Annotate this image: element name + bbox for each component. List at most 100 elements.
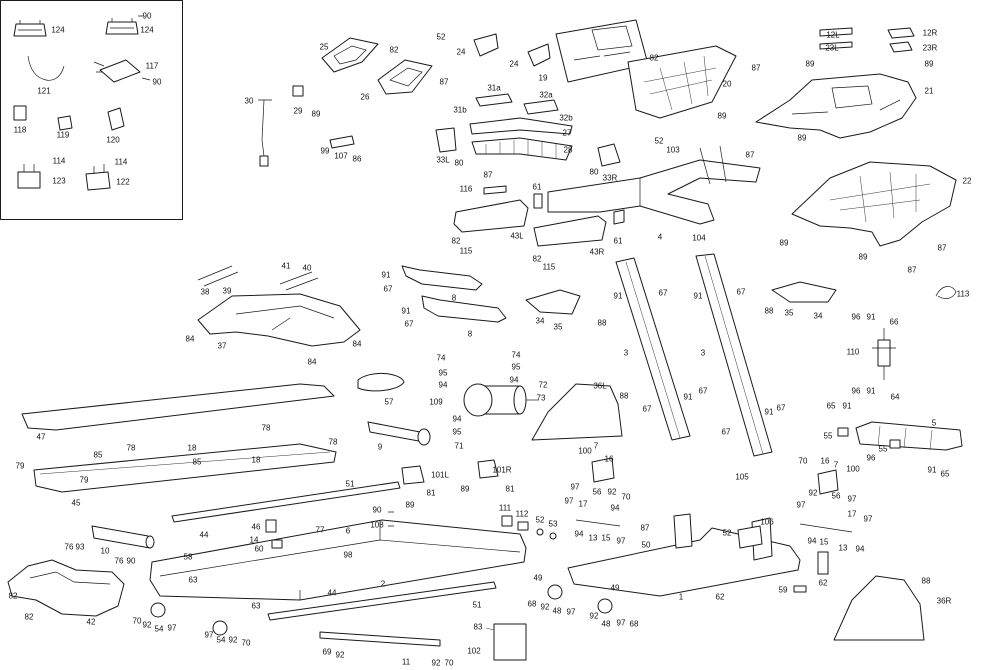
part-number-label: 19	[539, 74, 548, 83]
part-number-label: 35	[785, 309, 794, 318]
part-number-label: 27	[563, 129, 572, 138]
part-number-label: 67	[737, 288, 746, 297]
part-number-label: 94	[575, 530, 584, 539]
part-number-label: 42	[87, 618, 96, 627]
part-number-label: 65	[827, 402, 836, 411]
part-number-label: 91	[867, 387, 876, 396]
part-number-label: 100	[846, 465, 860, 474]
part-number-label: 119	[57, 131, 70, 140]
part-number-label: 46	[252, 523, 261, 532]
part-number-label: 53	[549, 520, 558, 529]
part-number-label: 45	[72, 499, 81, 508]
part-number-label: 62	[716, 593, 725, 602]
part-number-label: 47	[37, 433, 46, 442]
part-number-label: 24	[510, 60, 519, 69]
plate-32a	[523, 99, 559, 115]
handle-tube-30	[258, 99, 272, 167]
part-number-label: 106	[760, 518, 774, 527]
part-59	[793, 585, 807, 593]
spring-46	[265, 519, 277, 533]
part-number-label: 12L	[826, 31, 840, 40]
part-number-label: 114	[53, 157, 66, 166]
handle-grip-43R	[533, 215, 607, 247]
part-number-label: 2	[381, 580, 386, 589]
incline-motor-110	[872, 328, 896, 380]
part-number-label: 120	[106, 136, 120, 145]
cup-holder-24-left	[473, 33, 499, 57]
part-number-label: 89	[925, 60, 934, 69]
part-number-label: 66	[890, 318, 899, 327]
part-number-label: 9	[378, 443, 383, 452]
part-number-label: 49	[611, 584, 620, 593]
part-number-label: 92	[590, 612, 599, 621]
part-number-label: 97	[864, 515, 873, 524]
part-number-label: 87	[484, 171, 493, 180]
part-number-label: 99	[321, 147, 330, 156]
clip-118	[13, 105, 27, 121]
part-number-label: 97	[848, 495, 857, 504]
part-number-label: 97	[168, 624, 177, 633]
part-number-label: 114	[115, 158, 128, 167]
part-number-label: 6	[346, 527, 351, 536]
part-number-label: 96	[867, 454, 876, 463]
part-number-label: 31b	[453, 106, 467, 115]
part-number-label: 14	[250, 536, 259, 545]
part-number-label: 70	[133, 617, 142, 626]
part-number-label: 87	[746, 151, 755, 160]
part-number-label: 92	[229, 636, 238, 645]
part-number-label: 16	[821, 457, 830, 466]
part-number-label: 71	[455, 442, 464, 451]
part-number-label: 13	[839, 544, 848, 553]
part-number-label: 97	[565, 497, 574, 506]
part-number-label: 3	[701, 349, 706, 358]
part-number-label: 33R	[603, 174, 618, 183]
part-number-label: 86	[353, 155, 362, 164]
part-number-label: 70	[242, 639, 251, 648]
part-number-label: 23R	[923, 44, 938, 53]
part-number-label: 57	[385, 398, 394, 407]
part-number-label: 18	[188, 444, 197, 453]
part-number-label: 97	[797, 501, 806, 510]
part-number-label: 91	[765, 408, 774, 417]
part-number-label: 77	[316, 526, 325, 535]
bracket-34-35-left	[525, 289, 581, 315]
walking-board-47	[21, 383, 335, 431]
plate-102	[485, 623, 527, 661]
part-number-label: 41	[282, 262, 291, 271]
wheel-54-right	[212, 620, 228, 636]
part-number-label: 123	[52, 177, 66, 186]
part-number-label: 116	[460, 185, 473, 194]
part-number-label: 54	[155, 625, 164, 634]
plate-120	[107, 107, 125, 131]
part-number-label: 34	[536, 317, 545, 326]
strips-38-39	[197, 265, 239, 287]
block-55-right	[889, 439, 901, 449]
part-number-label: 81	[427, 489, 436, 498]
part-number-label: 97	[617, 619, 626, 628]
part-number-label: 91	[614, 292, 623, 301]
small-parts-99-107-86	[329, 135, 355, 149]
part-number-label: 43R	[590, 248, 605, 257]
part-112	[517, 521, 529, 531]
motor-cover-37	[197, 293, 361, 347]
strip-23L	[819, 41, 853, 50]
part-number-label: 115	[460, 247, 473, 256]
part-number-label: 3	[624, 349, 629, 358]
part-number-label: 91	[694, 292, 703, 301]
part-number-label: 105	[735, 473, 749, 482]
rear-end-cap-42	[7, 559, 125, 617]
part-number-label: 70	[622, 493, 631, 502]
part-number-label: 76	[115, 557, 124, 566]
part-number-label: 18	[252, 456, 261, 465]
bracket-26	[377, 59, 433, 95]
part-number-label: 67	[643, 405, 652, 414]
upright-3-right	[695, 253, 773, 457]
part-number-label: 122	[116, 178, 130, 187]
part-number-label: 95	[512, 363, 521, 372]
part-number-label: 26	[361, 93, 370, 102]
part-number-label: 65	[941, 470, 950, 479]
part-number-label: 87	[641, 524, 650, 533]
handlebar-8-upper	[401, 265, 483, 291]
